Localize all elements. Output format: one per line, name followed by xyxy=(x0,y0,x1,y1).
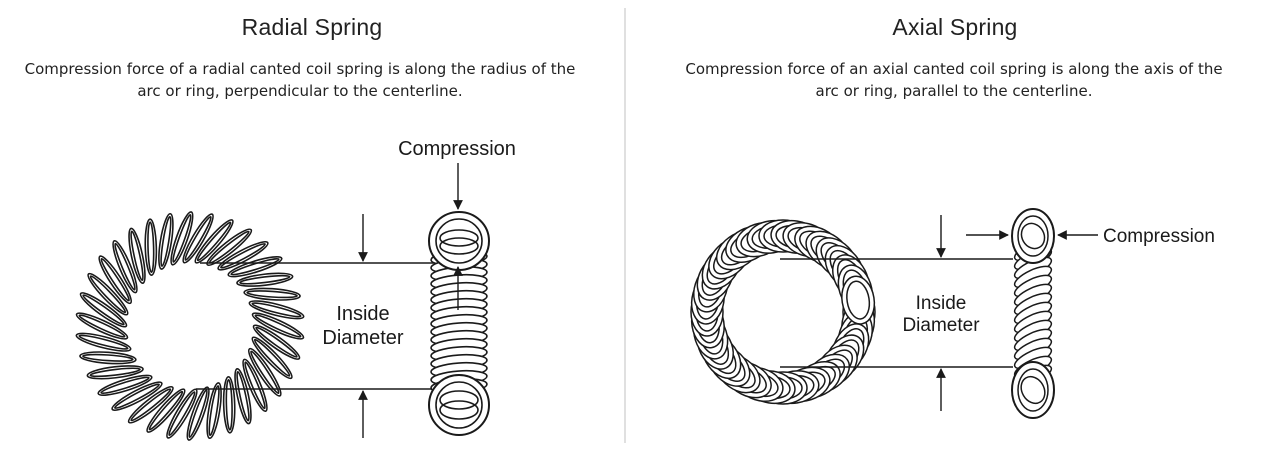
radial-spring-description: Compression force of a radial canted coi… xyxy=(24,60,576,100)
axial-spring-title: Axial Spring xyxy=(892,14,1018,40)
radial-spring-panel: Radial Spring Compression force of a rad… xyxy=(0,0,624,473)
axial-side-coil-icon xyxy=(1011,208,1055,419)
axial-spring-panel: Axial Spring Compression force of an axi… xyxy=(626,0,1284,473)
radial-inside-label-line2: Diameter xyxy=(322,327,403,349)
radial-inside-label-line1: Inside xyxy=(336,303,389,325)
axial-inside-label-line1: Inside xyxy=(916,293,967,314)
radial-inside-diameter-lines xyxy=(196,262,434,390)
axial-inside-label-line2: Diameter xyxy=(902,315,980,336)
panel-divider xyxy=(624,8,626,443)
radial-side-coil-icon xyxy=(428,211,490,436)
radial-ring-spring-icon xyxy=(75,211,305,441)
axial-compression-label: Compression xyxy=(1103,226,1215,247)
radial-spring-title: Radial Spring xyxy=(241,14,383,40)
axial-inside-diameter-lines xyxy=(780,258,1013,368)
axial-spring-description: Compression force of an axial canted coi… xyxy=(685,60,1223,100)
axial-ring-spring-icon xyxy=(690,219,876,405)
radial-compression-label: Compression xyxy=(398,138,516,160)
